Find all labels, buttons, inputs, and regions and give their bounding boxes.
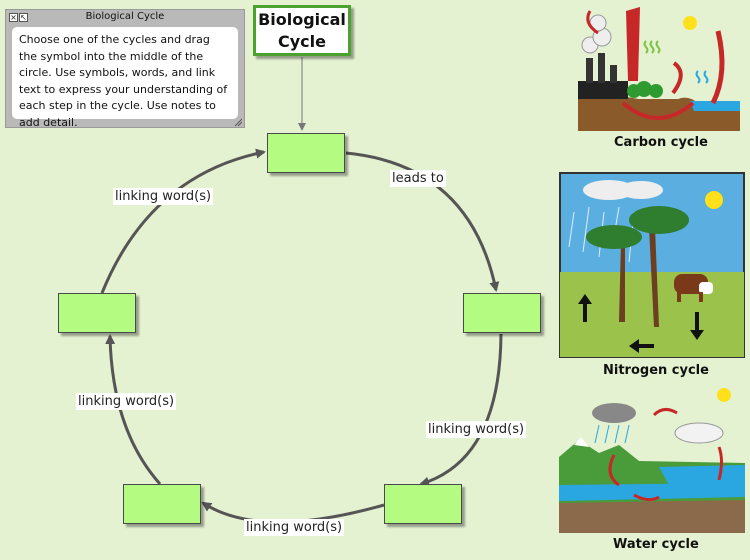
resize-toggle-icon[interactable]: ↖ — [19, 13, 28, 22]
arrow-node4-to-node5 — [105, 334, 162, 485]
link-label-1[interactable]: leads to — [390, 170, 446, 187]
link-label-5[interactable]: linking word(s) — [113, 188, 214, 205]
arrow-node1-to-node2 — [345, 151, 500, 292]
nitrogen-cycle-caption: Nitrogen cycle — [603, 363, 709, 378]
carbon-cycle-caption: Carbon cycle — [614, 135, 708, 150]
link-label-2[interactable]: linking word(s) — [426, 421, 527, 438]
arrow-node2-to-node3 — [419, 333, 503, 487]
cycle-node-5[interactable] — [58, 293, 136, 333]
cycle-node-1[interactable] — [267, 133, 345, 173]
link-label-3[interactable]: linking word(s) — [244, 519, 345, 536]
water-cycle-icon[interactable] — [559, 385, 745, 533]
carbon-cycle-icon[interactable] — [578, 3, 740, 131]
note-text: Choose one of the cycles and drag the sy… — [12, 27, 238, 129]
arrow-node5-to-node1 — [100, 148, 266, 294]
resize-grip-icon[interactable] — [233, 117, 242, 126]
water-cycle-caption: Water cycle — [613, 537, 699, 552]
close-icon[interactable]: × — [9, 13, 18, 22]
cycle-node-2[interactable] — [463, 293, 541, 333]
instructions-note[interactable]: × ↖ Biological Cycle Choose one of the c… — [5, 9, 245, 129]
link-label-4[interactable]: linking word(s) — [76, 393, 177, 410]
cycle-node-4[interactable] — [123, 484, 201, 524]
note-titlebar[interactable]: × ↖ Biological Cycle — [6, 10, 244, 25]
biological-cycle-title[interactable]: Biological Cycle — [253, 5, 351, 56]
nitrogen-cycle-icon[interactable] — [559, 172, 745, 358]
cycle-node-3[interactable] — [384, 484, 462, 524]
note-title: Biological Cycle — [85, 11, 165, 22]
